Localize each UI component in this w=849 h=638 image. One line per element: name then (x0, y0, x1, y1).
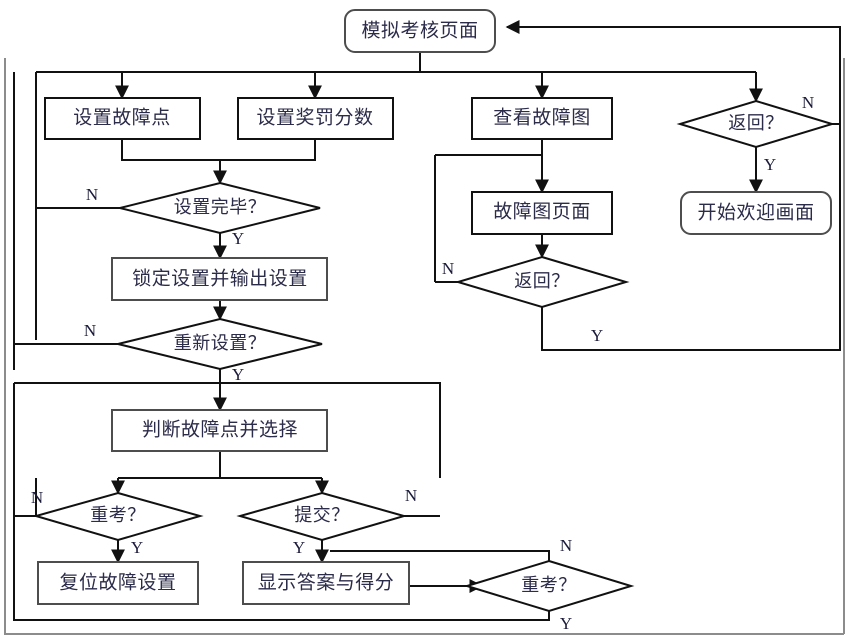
branch-back1-yes: Y (764, 155, 776, 174)
exam-loop-frame-left (13, 383, 440, 621)
node-submit-label: 提交？ (294, 505, 350, 525)
node-reset-fault[interactable] (37, 561, 199, 605)
branch-retake2-no: N (560, 536, 572, 555)
node-retake1[interactable] (32, 491, 204, 542)
node-setup-done[interactable] (119, 181, 321, 235)
branch-retake2-yes: Y (560, 614, 572, 633)
node-show-answer-label: 显示答案与得分 (258, 571, 395, 593)
node-submit[interactable] (236, 491, 408, 542)
branch-back2-yes: Y (591, 326, 603, 345)
node-judge-select[interactable] (111, 409, 328, 452)
node-judge-select-label: 判断故障点并选择 (142, 418, 298, 440)
connector-back2-yes (541, 110, 841, 351)
branch-back2-no: N (442, 259, 454, 278)
node-welcome-label: 开始欢迎画面 (697, 201, 814, 223)
branch-reset-setup-no: N (84, 321, 96, 340)
connector-back1-no-to-start (505, 20, 841, 110)
branch-back1-no: N (802, 93, 814, 112)
node-set-score-label: 设置奖罚分数 (256, 106, 373, 128)
branch-retake1-yes: Y (131, 538, 143, 557)
node-reset-fault-label: 复位故障设置 (59, 571, 176, 593)
node-lock-output-label: 锁定设置并输出设置 (132, 267, 308, 289)
node-back1[interactable] (676, 99, 836, 149)
node-chart-page[interactable] (471, 191, 613, 235)
node-retake1-label: 重考？ (90, 505, 146, 525)
branch-submit-no: N (405, 486, 417, 505)
branch-reset-setup-yes: Y (232, 365, 244, 384)
node-back2-label: 返回？ (514, 271, 570, 291)
connector-merge-settings (121, 139, 316, 161)
node-show-answer[interactable] (242, 561, 410, 605)
node-back2[interactable] (454, 255, 630, 309)
branch-setup-done-no: N (86, 185, 98, 204)
branch-setup-done-yes: Y (232, 229, 244, 248)
node-start[interactable] (344, 9, 496, 53)
connector-retake2-no (330, 550, 550, 561)
node-lock-output[interactable] (111, 257, 328, 301)
node-retake2-label: 重考？ (521, 575, 577, 595)
node-chart-page-label: 故障图页面 (493, 200, 591, 222)
node-back1-label: 返回？ (728, 113, 784, 133)
node-setup-done-label: 设置完毕？ (174, 197, 267, 217)
node-reset-setup-label: 重新设置？ (174, 333, 267, 353)
node-start-label: 模拟考核页面 (361, 19, 478, 41)
node-set-fault-label: 设置故障点 (73, 106, 171, 128)
outer-frame (4, 58, 844, 635)
node-view-chart[interactable] (471, 97, 613, 140)
node-retake2[interactable] (463, 559, 635, 613)
branch-submit-yes: Y (293, 538, 305, 557)
connector-retake2-yes (440, 611, 550, 621)
node-reset-setup[interactable] (117, 317, 323, 371)
node-set-score[interactable] (237, 97, 394, 140)
node-view-chart-label: 查看故障图 (493, 106, 591, 128)
branch-retake1-no: N (31, 488, 43, 507)
node-set-fault[interactable] (44, 97, 201, 140)
exam-loop-frame-top (14, 382, 441, 478)
node-welcome[interactable] (680, 191, 832, 235)
